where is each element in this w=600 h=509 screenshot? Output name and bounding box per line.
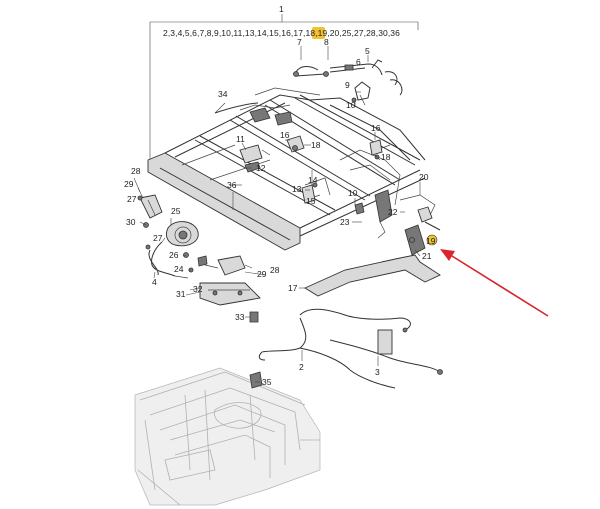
callout-8: 8 [324, 37, 329, 47]
subparts-suffix: ,20,25,27,28,30,36 [327, 28, 400, 38]
car-body [134, 367, 321, 506]
callout-18: 18 [311, 140, 321, 150]
callout-27: 27 [127, 194, 137, 204]
callout-32: 32 [193, 284, 203, 294]
callout-10b: 10 [348, 188, 358, 198]
svg-text:2,3,4,5,6,7,8,9,10,11,13,14,15: 2,3,4,5,6,7,8,9,10,11,13,14,15,16,17,18,… [163, 28, 400, 38]
parts-13-15 [301, 182, 365, 215]
group-number: 1 [279, 4, 284, 14]
callout-13: 13 [292, 184, 302, 194]
callout-labels: 7 8 5 6 9 10 34 11 12 16 18 16 18 14 13 … [124, 37, 436, 387]
callout-22: 22 [388, 207, 398, 217]
callout-24: 24 [174, 264, 184, 274]
callout-4: 4 [152, 277, 157, 287]
callout-19: 19 [426, 236, 436, 246]
red-pointer-arrow [440, 249, 549, 317]
callout-27b: 27 [153, 233, 163, 243]
parts-left [137, 194, 261, 323]
callout-16: 16 [280, 130, 290, 140]
callout-15: 15 [306, 196, 316, 206]
callout-18b: 18 [381, 152, 391, 162]
callout-21: 21 [422, 251, 432, 261]
callout-34: 34 [218, 89, 228, 99]
callout-9: 9 [345, 80, 350, 90]
subparts-list: 2,3,4,5,6,7,8,9,10,11,13,14,15,16,17,18, [163, 28, 318, 38]
highlight-marker [312, 27, 325, 39]
callout-33: 33 [235, 312, 245, 322]
callout-26: 26 [169, 250, 179, 260]
part-35 [249, 371, 263, 389]
parts-19-22 [399, 194, 441, 256]
callout-17: 17 [288, 283, 298, 293]
callout-29b: 29 [257, 269, 267, 279]
callout-2: 2 [299, 362, 304, 372]
callout-14: 14 [308, 175, 318, 185]
cable-34 [214, 102, 259, 114]
subparts-highlight: 19 [318, 28, 328, 38]
callout-30: 30 [126, 217, 136, 227]
callout-20: 20 [419, 172, 429, 182]
callout-36: 36 [227, 180, 237, 190]
callout-16b: 16 [371, 123, 381, 133]
leader-lines [133, 46, 421, 383]
callout-28: 28 [131, 166, 141, 176]
callout-25: 25 [171, 206, 181, 216]
callout-3: 3 [375, 367, 380, 377]
wiring-harness [258, 308, 443, 389]
callout-7: 7 [297, 37, 302, 47]
callout-6: 6 [356, 57, 361, 67]
callout-35: 35 [262, 377, 272, 387]
parts-11-12 [239, 144, 271, 173]
parts-16-18 [286, 135, 391, 160]
callout-5: 5 [365, 46, 370, 56]
highlight-part-19 [426, 234, 438, 246]
callout-29: 29 [124, 179, 134, 189]
callout-31: 31 [176, 289, 186, 299]
callout-12: 12 [256, 163, 266, 173]
seal-strip-17 [304, 254, 441, 297]
callout-11: 11 [236, 134, 245, 144]
callout-28b: 28 [270, 265, 280, 275]
callout-10: 10 [346, 100, 356, 110]
header-bracket: 1 2,3,4,5,6,7,8,9,10,11,13,14,15,16,17,1… [149, 4, 419, 160]
callout-23: 23 [340, 217, 350, 227]
